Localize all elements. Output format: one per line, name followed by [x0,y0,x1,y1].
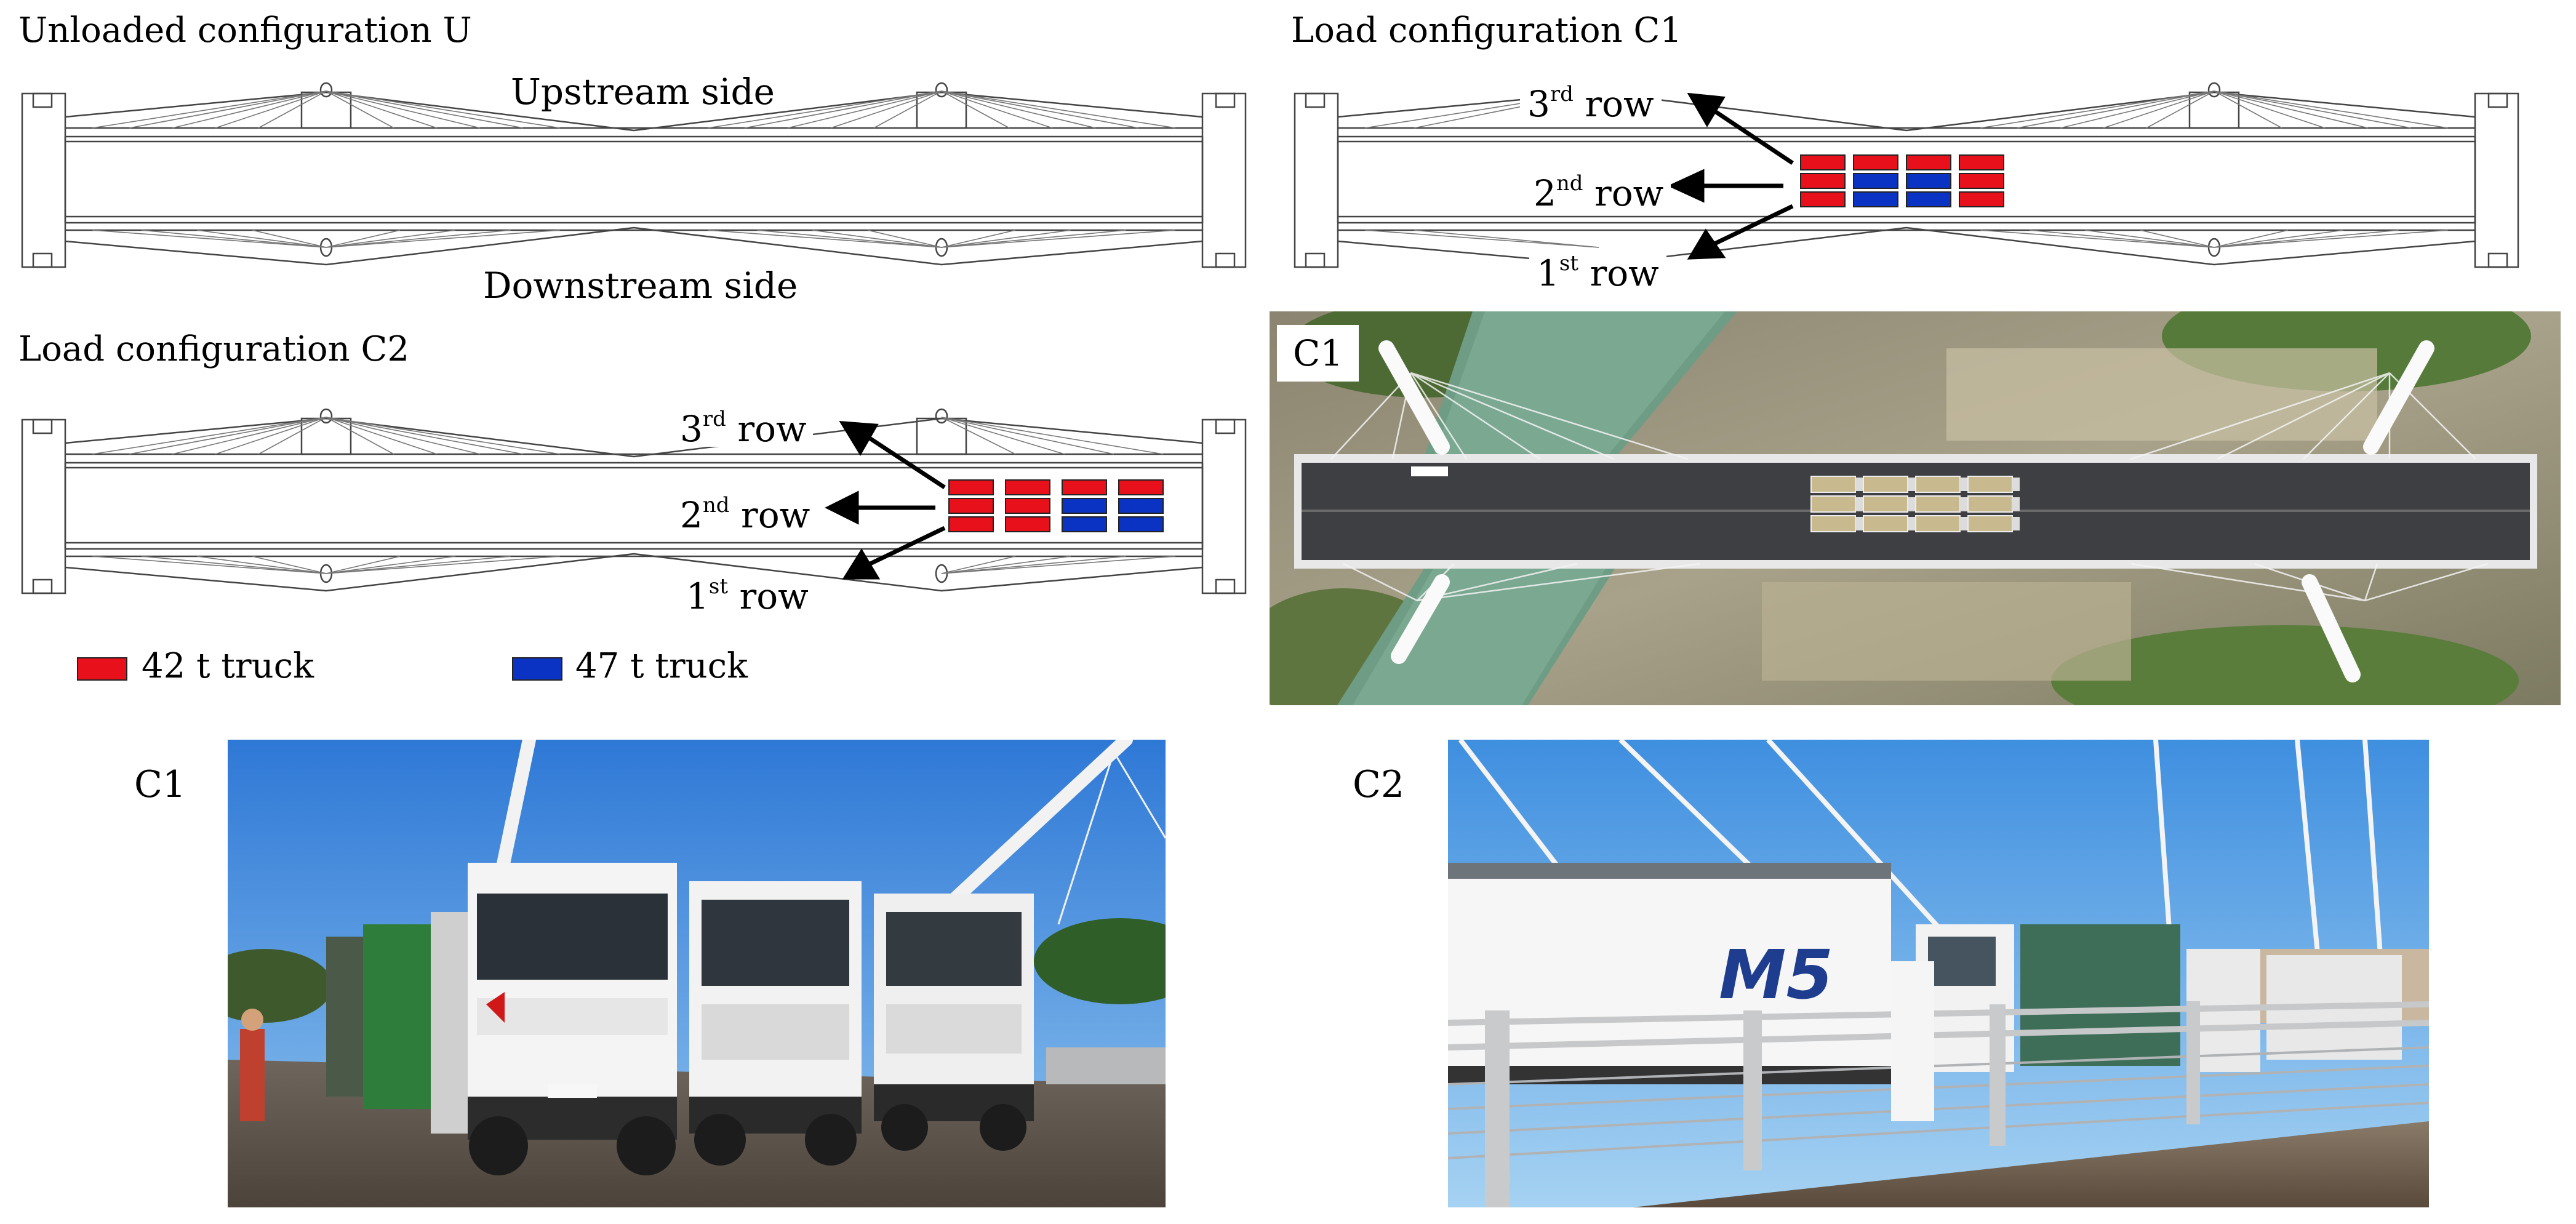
truck-mark [1959,173,2004,189]
upstream-side-label: Upstream side [505,74,781,110]
c2-row-2-label: 2nd row [674,495,817,533]
legend-red-label: 42 t truck [142,646,314,686]
truck-mark [1800,191,1846,207]
truck-mark [1005,516,1050,532]
truck-group-c1 [1800,154,2004,207]
truck-mark [1062,498,1107,514]
truck-mark [1853,173,1898,189]
truck-mark [1118,516,1164,532]
truck-mark [1005,479,1050,495]
truck-mark [1005,498,1050,514]
photo-c2-trucks: M5 [1448,740,2429,1207]
truck-mark [1959,154,2004,170]
title-unloaded: Unloaded configuration U [18,10,472,50]
truck-mark [1118,479,1164,495]
c1-row-2-label: 2nd row [1526,173,1671,211]
truck-mark [1853,154,1898,170]
aerial-photo-tag: C1 [1277,325,1359,382]
c1-row-3-label: 3rd row [1520,84,1662,122]
title-c1: Load configuration C1 [1291,10,1682,50]
truck-mark [1800,154,1846,170]
photo-c2-label: C2 [1353,763,1405,806]
photo-c1-trucks [228,740,1166,1207]
truck-mark [1062,516,1107,532]
truck-mark [948,516,994,532]
c2-row-1-label: 1st row [680,576,815,614]
aerial-photo-c1: C1 [1270,311,2561,705]
legend-red-swatch [77,657,127,681]
legend-blue-swatch [512,657,562,681]
downstream-side-label: Downstream side [477,268,804,303]
c1-row-1-label: 1st row [1529,253,1666,291]
bridge-unloaded-diagram [21,82,1247,268]
title-c2: Load configuration C2 [18,329,409,369]
truck-mark [1906,191,1951,207]
truck-mark [1906,154,1951,170]
truck-mark [1062,479,1107,495]
bridge-c2-diagram [21,408,1247,594]
truck-mark [1906,173,1951,189]
truck-mark [948,479,994,495]
truck-mark [948,498,994,514]
truck-mark [1959,191,2004,207]
bridge-c1-diagram [1294,82,2519,268]
truck-mark [1118,498,1164,514]
truck-mark [1853,191,1898,207]
photo-c1-label: C1 [134,763,186,806]
c2-row-3-label: 3rd row [674,409,813,447]
truck-mark [1800,173,1846,189]
legend-blue-label: 47 t truck [575,646,748,686]
svg-text:M5: M5 [1719,935,1833,1014]
truck-group-c2 [948,479,1164,532]
